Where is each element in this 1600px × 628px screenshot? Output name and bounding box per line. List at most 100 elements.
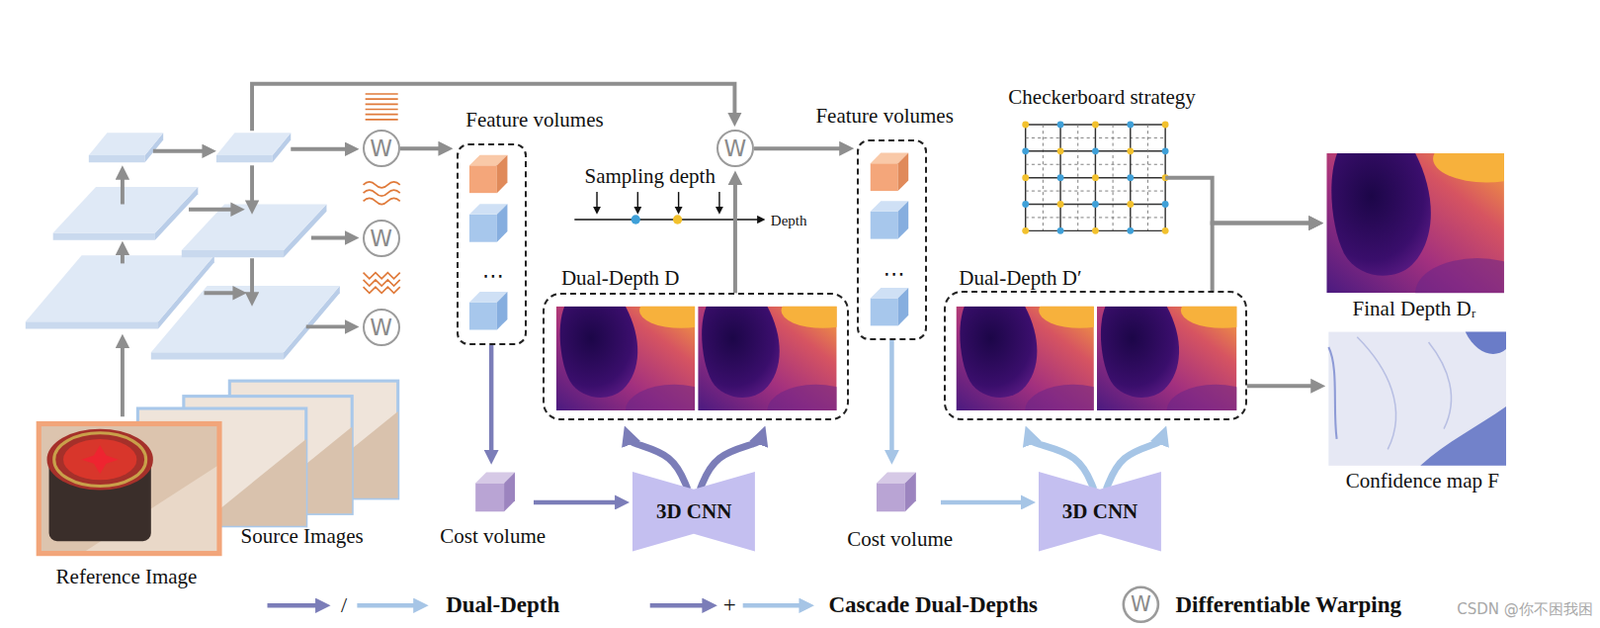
cnn-block: 3D CNN: [632, 471, 756, 552]
feature-map-slab: [151, 285, 340, 359]
slab-top: [216, 132, 291, 156]
layout-arrow: [677, 191, 679, 209]
final-depth-map: Final Depth Dᵣ: [1326, 153, 1505, 293]
plane-line: [365, 92, 399, 95]
layout-arrow: [252, 84, 735, 131]
illustration-ellipse: [625, 384, 695, 411]
illustration-path: [1100, 306, 1179, 398]
feature-map-slab: [53, 186, 199, 241]
grid-dot: [1126, 200, 1134, 208]
layout-arrow: [204, 290, 238, 295]
warp-operator: W: [362, 129, 401, 168]
slab-front: [151, 351, 284, 359]
node-label: W: [369, 314, 393, 340]
sample-dot: [673, 214, 682, 224]
depth-map: [697, 306, 837, 411]
annotation-label: Depth: [770, 212, 808, 230]
node-label: Reference Image: [56, 564, 198, 589]
cube-side: [497, 203, 508, 242]
cnn-shape: [1038, 471, 1162, 552]
plane-line: [365, 118, 399, 121]
flow-arrow: [1165, 177, 1314, 224]
cost-volume: Cost volume: [433, 467, 553, 552]
grid-dot: [1126, 173, 1134, 181]
plane-line: [365, 113, 399, 116]
flow-arrow: [733, 180, 738, 293]
volume-cube: [870, 153, 909, 191]
grid-dot: [1126, 227, 1134, 235]
cube-front: [469, 165, 498, 193]
grid-dot: [1021, 147, 1029, 155]
illustration-ellipse: [781, 306, 838, 329]
node-label: W: [369, 135, 393, 162]
flow-arrow: [1247, 383, 1316, 388]
photo-frame: [38, 422, 220, 553]
lid-star: [82, 444, 119, 474]
node-label: Feature volumes: [465, 107, 603, 132]
feature-map-slab: [216, 132, 291, 163]
node-label: Dual-Depth D: [561, 265, 680, 290]
layout-arrow: [153, 149, 207, 154]
illustration-ellipse: [1415, 257, 1505, 293]
cnn-block: 3D CNN: [1038, 471, 1162, 552]
node-label: Cost volume: [846, 526, 953, 551]
layout-arrow: [743, 602, 804, 607]
illustration-path: [560, 306, 639, 398]
grid-dot: [1057, 173, 1065, 181]
plane-line: [365, 102, 399, 105]
slab-top: [181, 204, 328, 251]
layout-arrow: [718, 191, 720, 209]
feature-map-slab: [88, 132, 164, 163]
illustration-ellipse: [1024, 384, 1095, 411]
feature-map-slab: [181, 204, 328, 258]
grid-dot: [1126, 121, 1134, 129]
grid-dot: [1057, 200, 1065, 208]
depth-pair-group: Dual-Depth D′: [943, 290, 1248, 421]
layout-arrow: [188, 207, 236, 212]
zigzag-line: [363, 279, 401, 286]
slab-front: [216, 155, 273, 163]
cube-front: [469, 302, 498, 331]
slab-front: [25, 321, 159, 329]
flow-arrow: [1212, 223, 1314, 292]
layout-arrow: [356, 602, 418, 607]
illustration-rect: [38, 422, 220, 553]
grid-dot: [1092, 121, 1099, 129]
layout-arrow: [306, 324, 350, 329]
illustration-ellipse: [1180, 306, 1238, 329]
sample-dot: [631, 214, 641, 224]
slab-front: [88, 155, 146, 163]
node-label: ⋯: [482, 262, 505, 288]
layout-arrow: [574, 218, 759, 220]
volume-cube: [469, 291, 507, 330]
node-label: W: [724, 135, 748, 162]
legend-label: Dual-Depth: [445, 591, 560, 618]
depth-map: [556, 306, 695, 411]
depth-pair-group: Dual-Depth D: [542, 292, 849, 421]
grid-dot: [1092, 173, 1099, 181]
layout-arrow: [290, 147, 349, 152]
cube-front: [469, 214, 498, 243]
illustration-path: [1328, 346, 1337, 439]
layout-arrow: [250, 165, 254, 204]
grid-dot: [1057, 227, 1065, 235]
volume-cube: [876, 471, 917, 511]
flow-arrow: [940, 500, 1026, 506]
feature-volume-group: Feature volumes⋯: [856, 139, 927, 339]
warp-operator: W: [362, 219, 401, 257]
grid-line: [1112, 124, 1114, 231]
illustration-path: [701, 306, 780, 398]
grid-dot: [1057, 147, 1065, 155]
volume-cube: [870, 287, 909, 326]
grid-dot: [1092, 200, 1099, 208]
node-label: Feature volumes: [815, 103, 953, 128]
flow-arrow: [889, 339, 895, 454]
grid-dot: [1021, 200, 1029, 208]
node-label: Checkerboard strategy: [1008, 84, 1196, 109]
reference-photo: [38, 422, 220, 553]
grid-dot: [1021, 121, 1029, 129]
legend-label: Differentiable Warping: [1175, 591, 1402, 618]
confidence-map: [1328, 332, 1507, 466]
